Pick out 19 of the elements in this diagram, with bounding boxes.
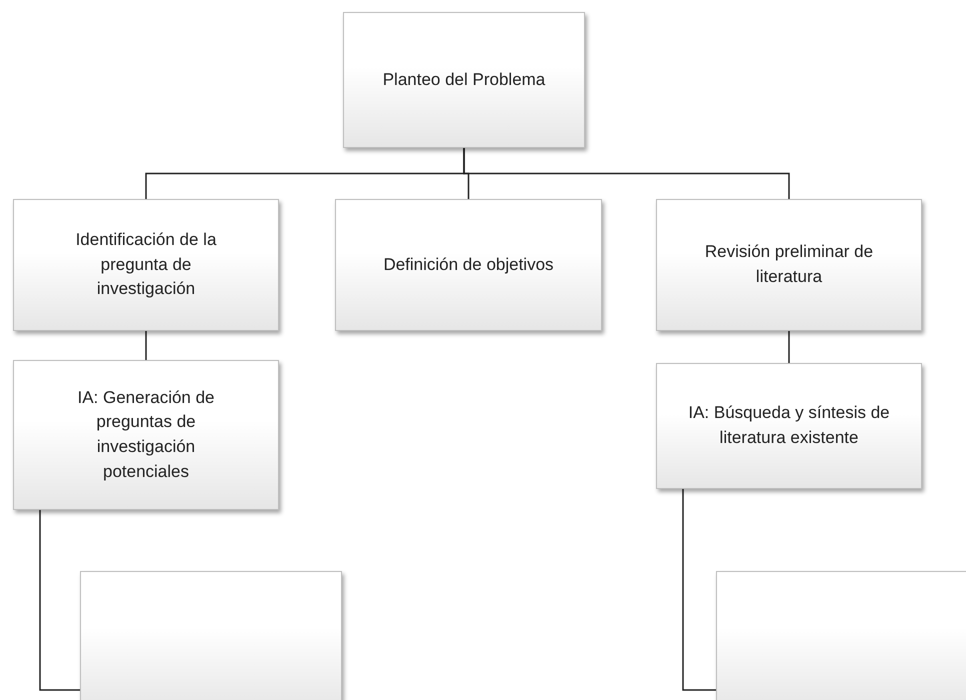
box-label: IA: Generación de preguntas de investigación potenciales [76, 386, 216, 483]
connector-line [145, 331, 147, 360]
process-box [656, 363, 922, 489]
process-box [343, 12, 585, 148]
connector-line [463, 148, 790, 199]
process-box [656, 199, 922, 331]
box-label: IA: Búsqueda y síntesis de literatura existente [687, 402, 891, 449]
connector-line [39, 510, 80, 691]
box-label: Planteo del Problema [382, 68, 546, 91]
process-box [716, 571, 966, 700]
process-box [13, 199, 279, 331]
connector-line [788, 331, 790, 363]
process-box [80, 571, 342, 700]
connector-line [682, 489, 716, 691]
process-box [13, 360, 279, 510]
box-label: Definición de objetivos [383, 254, 554, 276]
box-label: Revisión preliminar de literatura [704, 241, 874, 288]
process-box [335, 199, 602, 331]
box-label: Identificación de la pregunta de investigación [74, 229, 218, 300]
